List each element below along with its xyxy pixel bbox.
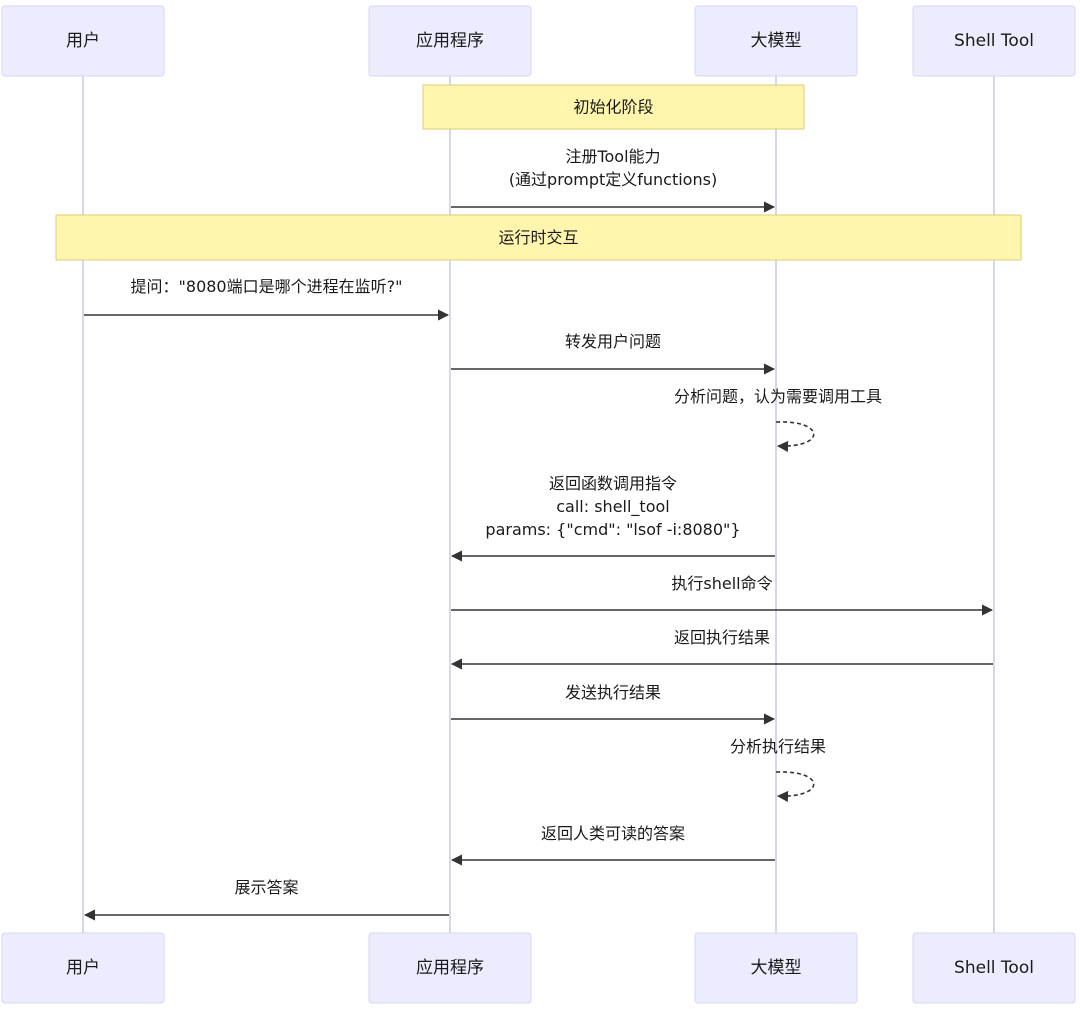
message-label: 发送执行结果 — [565, 683, 661, 702]
message-label: call: shell_tool — [556, 497, 669, 517]
message-label: 返回人类可读的答案 — [541, 824, 685, 843]
message-label: 返回函数调用指令 — [549, 474, 677, 493]
message-11: 展示答案 — [83, 878, 449, 921]
message-6: 执行shell命令 — [451, 574, 994, 616]
note-text: 初始化阶段 — [573, 98, 653, 117]
actor-label: 大模型 — [751, 31, 802, 51]
message-label: params: {"cmd": "lsof -i:8080"} — [485, 520, 740, 539]
note-box — [55, 214, 1022, 261]
message-label: 返回执行结果 — [674, 628, 770, 647]
actor-box — [694, 932, 858, 1004]
note-text: 运行时交互 — [498, 228, 578, 247]
actor-bottom-llm: 大模型 — [694, 932, 858, 1004]
message-7: 返回执行结果 — [450, 628, 993, 670]
actor-bottom-user: 用户 — [1, 932, 165, 1004]
actor-label: 应用程序 — [416, 31, 484, 51]
actors-top: 用户 应用程序 大模型 Shell Tool — [1, 5, 1076, 77]
actors-bottom: 用户 应用程序 大模型 Shell Tool — [1, 932, 1076, 1004]
note-box — [422, 84, 805, 130]
actor-box — [912, 932, 1076, 1004]
message-label: 注册Tool能力 — [565, 147, 660, 166]
actor-box — [1, 932, 165, 1004]
self-arrow — [775, 771, 815, 803]
actor-box — [368, 5, 532, 77]
note-1: 初始化阶段 — [422, 84, 805, 130]
message-label: 展示答案 — [234, 878, 298, 897]
message-label: 提问："8080端口是哪个进程在监听?" — [131, 277, 403, 296]
lifelines — [82, 76, 995, 933]
actor-top-app: 应用程序 — [368, 5, 532, 77]
actor-label: Shell Tool — [954, 31, 1034, 51]
message-label: 执行shell命令 — [671, 574, 772, 593]
actor-label: 应用程序 — [416, 958, 484, 978]
note-2: 运行时交互 — [55, 214, 1022, 261]
message-1: 注册Tool能力 (通过prompt定义functions) — [451, 147, 776, 213]
messages-layer: 注册Tool能力 (通过prompt定义functions) 提问："8080端口是… — [83, 147, 994, 921]
message-label: 转发用户问题 — [565, 332, 661, 351]
message-3: 转发用户问题 — [451, 332, 776, 375]
actor-top-llm: 大模型 — [694, 5, 858, 77]
actor-label: 大模型 — [751, 958, 802, 978]
actor-box — [912, 5, 1076, 77]
actor-box — [1, 5, 165, 77]
message-4: 分析问题，认为需要调用工具 — [674, 387, 882, 453]
message-5: 返回函数调用指令 call: shell_tool params: {"cmd": … — [450, 474, 775, 562]
actor-bottom-app: 应用程序 — [368, 932, 532, 1004]
actor-top-user: 用户 — [1, 5, 165, 77]
message-8: 发送执行结果 — [451, 683, 776, 725]
actor-label: 用户 — [66, 958, 100, 978]
message-label: 分析执行结果 — [730, 737, 826, 756]
message-label: 分析问题，认为需要调用工具 — [674, 387, 882, 406]
actor-box — [694, 5, 858, 77]
actor-label: Shell Tool — [954, 958, 1034, 978]
message-2: 提问："8080端口是哪个进程在监听?" — [84, 277, 450, 321]
actor-top-shell: Shell Tool — [912, 5, 1076, 77]
actor-bottom-shell: Shell Tool — [912, 932, 1076, 1004]
message-9: 分析执行结果 — [730, 737, 826, 803]
message-label: (通过prompt定义functions) — [509, 170, 717, 189]
self-arrow — [775, 421, 815, 453]
actor-label: 用户 — [66, 31, 100, 51]
actor-box — [368, 932, 532, 1004]
message-10: 返回人类可读的答案 — [450, 824, 775, 866]
